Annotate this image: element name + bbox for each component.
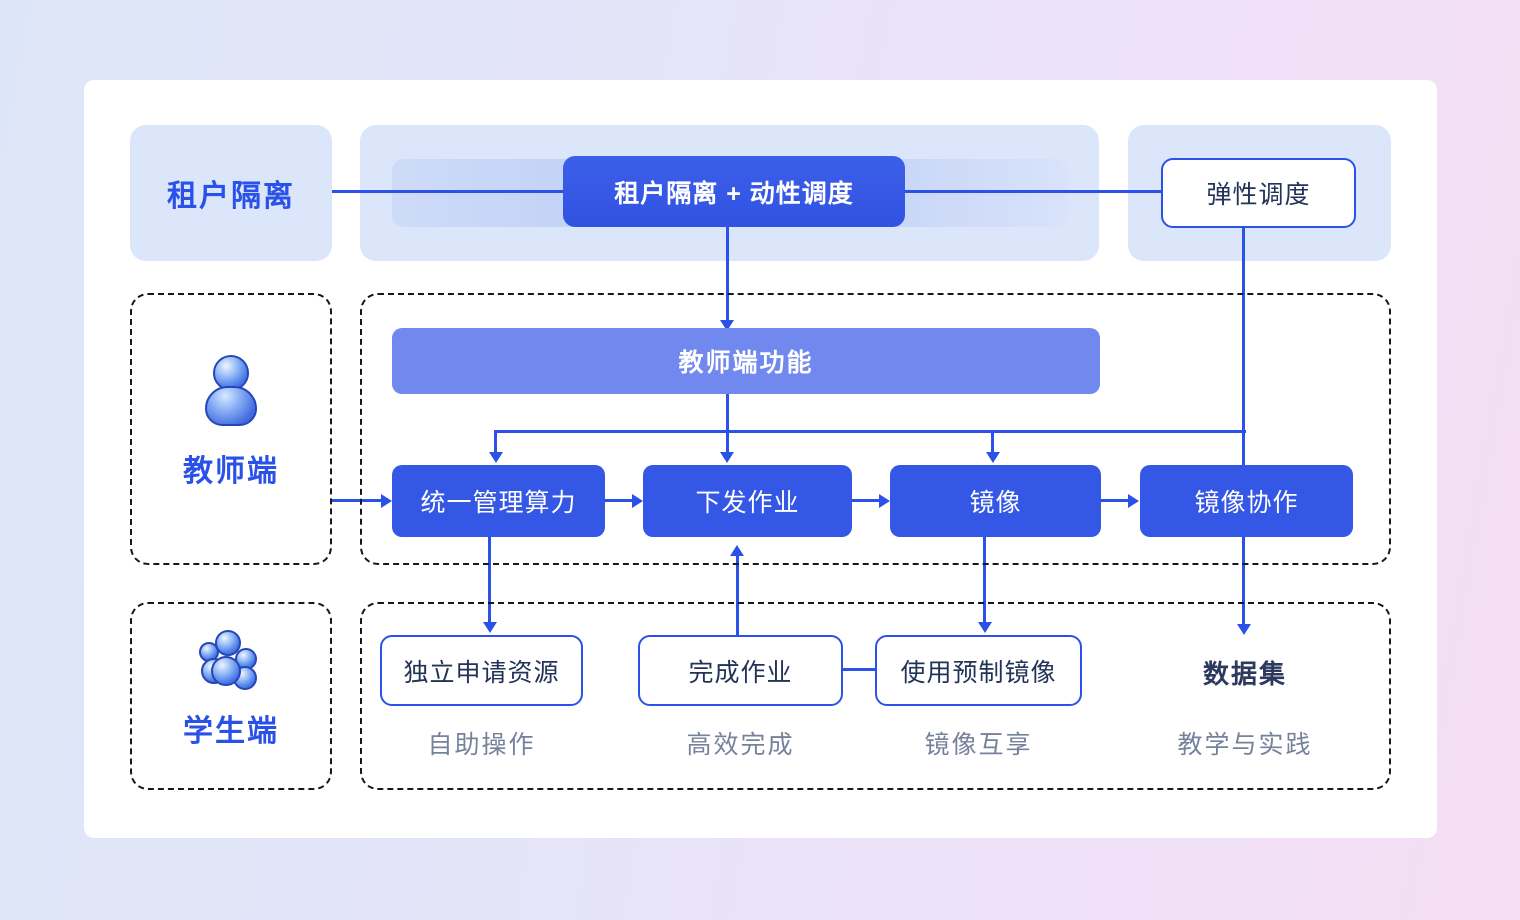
arrowhead-into-assign-up xyxy=(730,545,744,556)
box-request-resources: 独立申请资源 xyxy=(380,635,583,706)
connector-bar-down xyxy=(726,394,729,452)
connector-finish-prebuilt xyxy=(843,668,875,671)
student-label: 学生端 xyxy=(183,714,279,748)
connector-pill-to-elastic xyxy=(905,190,1183,193)
connector-manage-down xyxy=(488,537,491,622)
connector-teacher-to-manage xyxy=(332,499,383,502)
connector-distribution xyxy=(495,430,1246,433)
arrowhead-into-bar xyxy=(720,320,734,331)
arrowhead-into-assign xyxy=(720,452,734,463)
connector-tenant-to-pill xyxy=(332,190,563,193)
connector-image-to-collab xyxy=(1101,499,1130,502)
caption-teach-practice: 教学与实践 xyxy=(1177,731,1313,759)
teacher-label: 教师端 xyxy=(183,454,279,488)
arrowhead-manage-to-assign xyxy=(632,494,643,508)
arrowhead-assign-to-image xyxy=(879,494,890,508)
node-manage-compute: 统一管理算力 xyxy=(392,465,605,537)
student-side-box xyxy=(130,602,332,790)
tenant-scheduling-pill: 租户隔离 + 动性调度 xyxy=(563,156,905,227)
connector-elastic-down xyxy=(1242,228,1245,626)
arrowhead-into-image xyxy=(986,452,1000,463)
arrowhead-into-manage xyxy=(489,452,503,463)
node-image: 镜像 xyxy=(890,465,1101,537)
box-finish-homework: 完成作业 xyxy=(638,635,843,706)
student-actions-box xyxy=(360,602,1391,790)
connector-drop-manage xyxy=(494,430,497,452)
connector-finish-up xyxy=(736,556,739,635)
dataset-label: 数据集 xyxy=(1202,659,1287,689)
tenant-panel xyxy=(130,125,332,261)
connector-assign-to-image xyxy=(852,499,881,502)
node-assign-homework: 下发作业 xyxy=(643,465,852,537)
teacher-functions-box xyxy=(360,293,1391,565)
arrowhead-image-to-collab xyxy=(1128,494,1139,508)
connector-pill-down xyxy=(726,226,729,322)
tenant-label: 租户隔离 xyxy=(167,180,295,213)
connector-manage-to-assign xyxy=(605,499,634,502)
caption-image-share: 镜像互享 xyxy=(924,731,1033,759)
caption-self-service: 自助操作 xyxy=(427,731,536,759)
connector-drop-image xyxy=(991,430,994,452)
arrowhead-into-request xyxy=(483,622,497,633)
connector-image-down xyxy=(983,537,986,622)
caption-efficient: 高效完成 xyxy=(686,731,795,759)
arrowhead-into-dataset xyxy=(1237,624,1251,635)
node-image-collab: 镜像协作 xyxy=(1140,465,1353,537)
arrowhead-into-prebuilt xyxy=(978,622,992,633)
elastic-scheduling-box: 弹性调度 xyxy=(1161,158,1356,228)
box-prebuilt-image: 使用预制镜像 xyxy=(875,635,1082,706)
teacher-side-box xyxy=(130,293,332,565)
teacher-functions-bar: 教师端功能 xyxy=(392,328,1100,394)
arrowhead-teacher-to-manage xyxy=(381,494,392,508)
